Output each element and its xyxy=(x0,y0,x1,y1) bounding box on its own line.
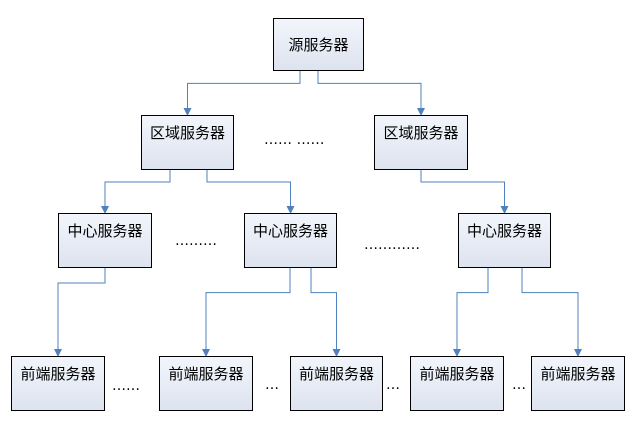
connector-center-3-to-front-5 xyxy=(521,268,582,357)
node-label: 前端服务器 xyxy=(419,365,495,383)
ellipsis-front-3: … xyxy=(386,377,400,393)
center-server-node-1: 中心服务器 xyxy=(58,213,152,268)
front-server-node-4: 前端服务器 xyxy=(410,356,504,411)
connector-center-3-to-front-4 xyxy=(453,268,489,357)
source-server-node: 源服务器 xyxy=(273,18,364,71)
center-server-node-2: 中心服务器 xyxy=(244,213,337,268)
front-server-node-1: 前端服务器 xyxy=(11,356,105,411)
connector-region-2-to-center-3 xyxy=(420,170,509,214)
ellipsis-center-1: ……… xyxy=(175,233,217,249)
node-label: 前端服务器 xyxy=(540,365,616,383)
ellipsis-region: …… …… xyxy=(264,132,325,148)
node-label: 源服务器 xyxy=(288,36,349,54)
ellipsis-front-2: … xyxy=(265,377,279,393)
connector-center-1-to-front-1 xyxy=(54,268,106,357)
connector-region-1-to-center-1 xyxy=(101,170,171,214)
front-server-node-3: 前端服务器 xyxy=(290,356,383,411)
ellipsis-center-2: ………… xyxy=(364,237,420,253)
center-server-node-3: 中心服务器 xyxy=(458,213,551,268)
node-label: 中心服务器 xyxy=(67,222,143,240)
front-server-node-5: 前端服务器 xyxy=(531,356,625,411)
connector-center-2-to-front-3 xyxy=(310,268,341,357)
connector-region-1-to-center-2 xyxy=(206,170,295,214)
node-label: 前端服务器 xyxy=(20,365,96,383)
node-label: 中心服务器 xyxy=(252,222,328,240)
node-label: 前端服务器 xyxy=(298,365,374,383)
region-server-node-2: 区域服务器 xyxy=(374,115,468,170)
node-label: 前端服务器 xyxy=(168,365,244,383)
connector-source-to-region-2 xyxy=(317,71,425,116)
node-label: 区域服务器 xyxy=(383,124,459,142)
node-label: 中心服务器 xyxy=(466,222,542,240)
connector-center-2-to-front-2 xyxy=(202,268,291,357)
front-server-node-2: 前端服务器 xyxy=(159,356,253,411)
region-server-node-1: 区域服务器 xyxy=(141,115,234,170)
ellipsis-front-1: …… xyxy=(112,378,140,394)
connector-source-to-region-1 xyxy=(183,71,301,116)
node-label: 区域服务器 xyxy=(149,124,225,142)
ellipsis-front-4: … xyxy=(512,377,526,393)
